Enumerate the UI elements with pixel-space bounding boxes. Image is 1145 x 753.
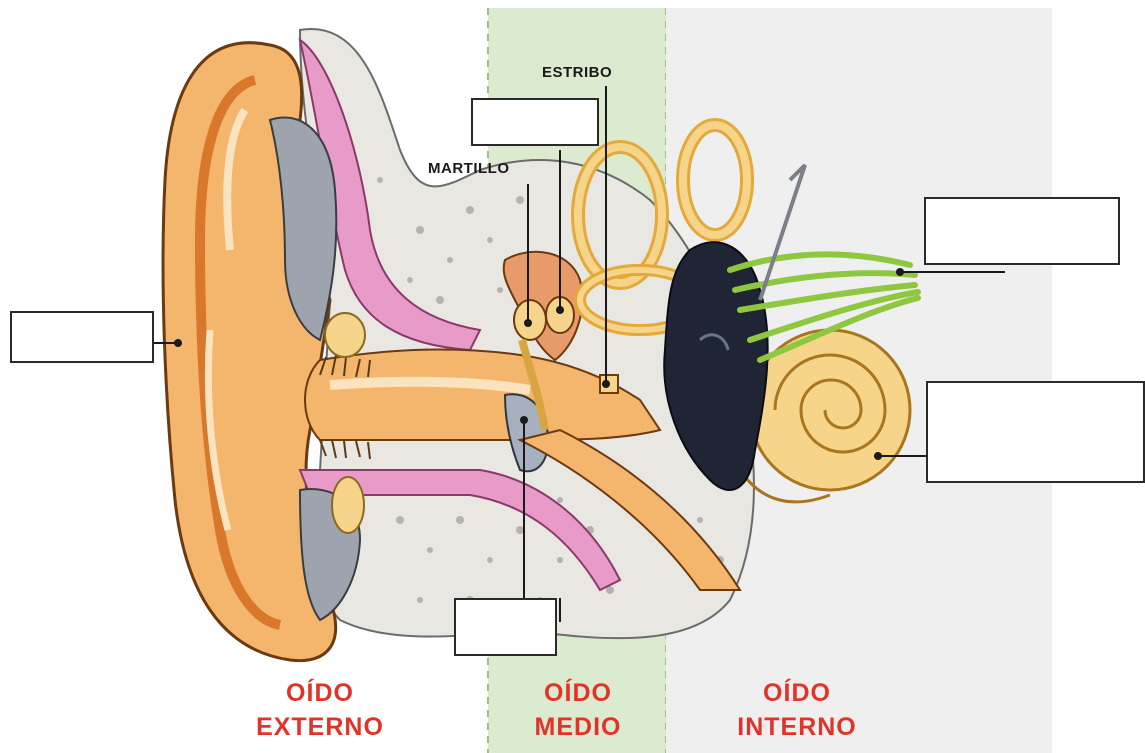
section-label-inner-line2: INTERNO [712,710,882,744]
section-label-inner-line1: OÍDO [712,676,882,710]
answer-box-cochlea[interactable] [926,381,1145,483]
section-label-outer-line2: EXTERNO [230,710,410,744]
answer-box-eardrum[interactable] [454,598,557,656]
answer-box-pinna[interactable] [10,311,154,363]
label-stirrup: ESTRIBO [542,64,612,81]
section-label-inner-ear: OÍDO INTERNO [712,676,882,744]
section-label-outer-line1: OÍDO [230,676,410,710]
section-label-middle-ear: OÍDO MEDIO [508,676,648,744]
answer-box-anvil[interactable] [471,98,599,146]
answer-box-auditory-nerve[interactable] [924,197,1120,265]
section-label-outer-ear: OÍDO EXTERNO [230,676,410,744]
section-label-middle-line2: MEDIO [508,710,648,744]
section-label-middle-line1: OÍDO [508,676,648,710]
label-hammer: MARTILLO [428,160,509,177]
